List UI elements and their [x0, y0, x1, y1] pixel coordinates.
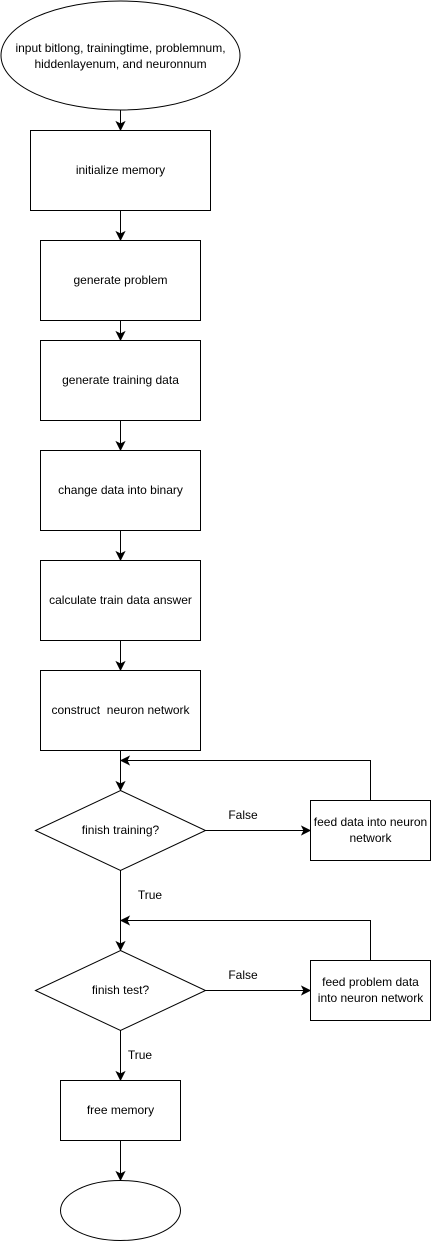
- start-ellipse: [0, 0, 241, 111]
- edge-label-training-true: True: [138, 888, 163, 902]
- process-label: initialize memory: [76, 163, 165, 177]
- end-ellipse: [60, 1180, 181, 1241]
- arrowhead: [115, 660, 126, 672]
- process-box: [40, 450, 201, 531]
- process-box: [30, 130, 211, 211]
- process-feed-data: feed data into neuron network: [310, 800, 431, 861]
- arrowhead: [115, 440, 126, 452]
- process-calculate-answer: calculate train data answer: [40, 560, 201, 641]
- process-label-line-2: network: [349, 831, 392, 845]
- process-label: calculate train data answer: [49, 593, 192, 607]
- edge-label-training-false: False: [228, 808, 258, 822]
- arrowhead: [119, 915, 131, 926]
- process-generate-problem: generate problem: [40, 240, 201, 321]
- process-box: [40, 340, 201, 421]
- arrowhead: [115, 550, 126, 562]
- process-label: generate training data: [62, 373, 179, 387]
- decision-label: finish test?: [92, 983, 150, 997]
- process-change-into-binary: change data into binary: [40, 450, 201, 531]
- process-free-memory: free memory: [60, 1080, 181, 1141]
- process-box: [40, 670, 201, 751]
- decision-finish-test: finish test?: [34, 949, 207, 1032]
- process-box: [40, 560, 201, 641]
- process-label: construct neuron network: [51, 703, 190, 717]
- edge-labels: False True False True: [128, 808, 258, 1062]
- arrowhead: [115, 1070, 126, 1082]
- arrowhead: [115, 780, 126, 792]
- process-generate-training-data: generate training data: [40, 340, 201, 421]
- edge-feed-problem-loop: [127, 920, 371, 960]
- process-box: [40, 240, 201, 321]
- decision-diamond: [34, 949, 207, 1032]
- decision-finish-training: finish training?: [34, 789, 207, 872]
- start-label-line-1: input bitlong, trainingtime, problemnum,: [15, 41, 225, 55]
- edge-label-test-false: False: [228, 968, 258, 982]
- process-construct-network: construct neuron network: [40, 670, 201, 751]
- process-box: [310, 960, 431, 1021]
- process-label-line-2: into neuron network: [318, 991, 424, 1005]
- process-label-line-1: feed data into neuron: [314, 815, 427, 829]
- arrowhead: [300, 825, 312, 836]
- process-label: change data into binary: [58, 483, 183, 497]
- arrowhead: [115, 1170, 126, 1182]
- process-initialize-memory: initialize memory: [30, 130, 211, 211]
- process-label: generate problem: [73, 273, 167, 287]
- arrowhead: [119, 755, 131, 766]
- start-label-line-2: hiddenlayenum, and neuronnum: [34, 57, 206, 71]
- process-label: free memory: [87, 1103, 154, 1117]
- arrowhead: [115, 940, 126, 952]
- edge-feed-data-loop: [127, 760, 371, 800]
- start-node: input bitlong, trainingtime, problemnum,…: [0, 0, 241, 111]
- arrowhead: [115, 120, 126, 132]
- end-node: [60, 1180, 181, 1241]
- decision-diamond: [34, 789, 207, 872]
- arrowhead: [115, 330, 126, 342]
- edge-label-test-true: True: [128, 1048, 153, 1062]
- process-feed-problem: feed problem data into neuron network: [310, 960, 431, 1021]
- arrowhead: [115, 230, 126, 242]
- decision-label: finish training?: [82, 823, 160, 837]
- process-label-line-1: feed problem data: [322, 975, 419, 989]
- edges: [115, 110, 371, 1182]
- process-box: [60, 1080, 181, 1141]
- process-box: [310, 800, 431, 861]
- arrowhead: [300, 985, 312, 996]
